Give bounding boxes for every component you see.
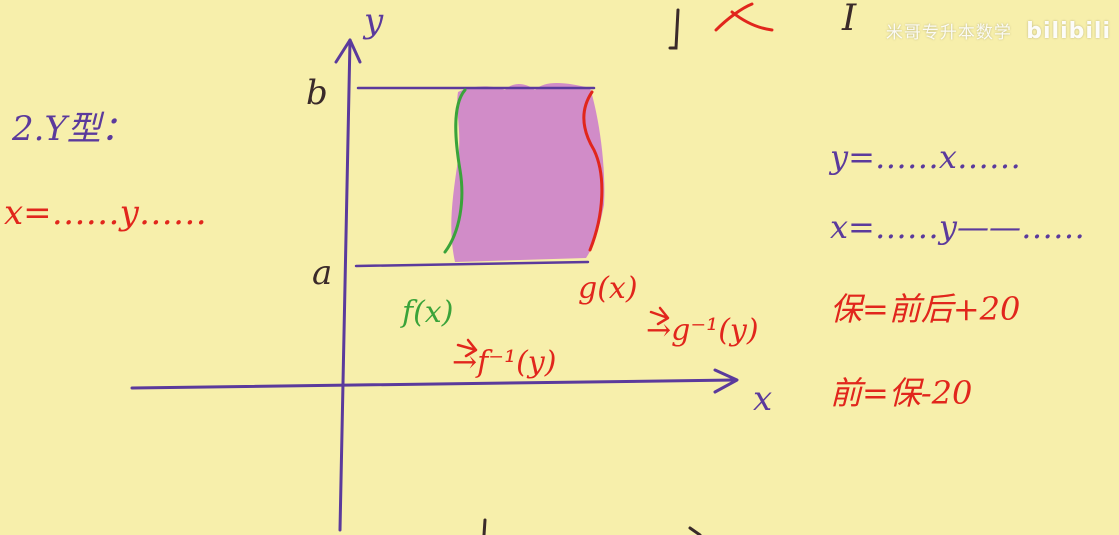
right-note-3: 保=前后+20 (830, 290, 1020, 328)
x-axis (130, 378, 737, 390)
right-curve-label: g(x) (578, 271, 638, 306)
shaded-region (451, 83, 605, 262)
right-note-4: 前=保-20 (830, 374, 972, 412)
watermark: 米哥专升本数学 bilibili (886, 18, 1111, 44)
line-y-a (354, 260, 590, 268)
x-axis-arrowhead (713, 368, 739, 394)
top-fragment-red (714, 2, 774, 32)
right-note-1: y=……x…… (828, 138, 1021, 176)
right-curve-inverse: →g⁻¹(y) (646, 313, 759, 348)
right-note-2: x=……y——…… (830, 208, 1085, 246)
y-axis-label: y (362, 1, 384, 41)
left-heading: 2.Y型： (11, 109, 135, 149)
left-curve (443, 88, 467, 254)
top-fragment-left (668, 8, 680, 50)
left-curve-label: f(x) (400, 295, 453, 330)
right-curve (582, 90, 604, 252)
top-fragment-right: I (841, 0, 857, 39)
brand-logo: bilibili (1026, 19, 1111, 44)
y-axis (338, 38, 352, 532)
left-formula: x=……y…… (4, 193, 207, 233)
arrow-g (649, 306, 670, 326)
arrow-f (456, 338, 478, 358)
y-axis-arrowhead (334, 38, 362, 64)
left-curve-inverse: →f⁻¹(y) (452, 345, 556, 380)
a-label: a (312, 253, 332, 293)
watermark-text: 米哥专升本数学 (885, 23, 1012, 43)
x-axis-label: x (753, 379, 772, 419)
top-fragment-bottom (482, 518, 702, 535)
b-label: b (306, 73, 328, 113)
